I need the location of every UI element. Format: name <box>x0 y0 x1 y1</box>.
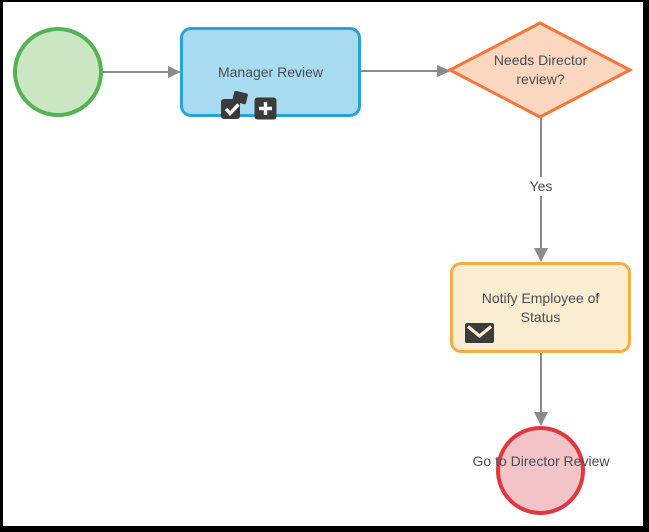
task-notify-employee-label: Notify Employee of Status <box>481 289 600 325</box>
flow-manager-to-gateway[interactable] <box>361 65 451 77</box>
task-manager-review[interactable]: Manager Review <box>180 27 361 120</box>
start-event[interactable] <box>13 27 103 117</box>
end-event-label: Go to Director Review <box>472 453 610 469</box>
flow-start-to-manager[interactable] <box>103 66 181 78</box>
approval-check-icon <box>221 91 248 119</box>
end-event-director-review[interactable] <box>496 426 585 515</box>
flow-label-yes: Yes <box>521 177 561 196</box>
envelope-icon <box>465 323 494 343</box>
task-markers <box>220 91 277 120</box>
gateway-label: Needs Director review? <box>493 52 588 87</box>
task-manager-review-label: Manager Review <box>217 63 324 80</box>
task-notify-employee[interactable]: Notify Employee of Status <box>450 262 631 353</box>
plus-icon <box>254 97 277 120</box>
gateway-needs-director-review[interactable] <box>446 20 634 120</box>
flow-notify-to-end[interactable] <box>534 353 548 426</box>
